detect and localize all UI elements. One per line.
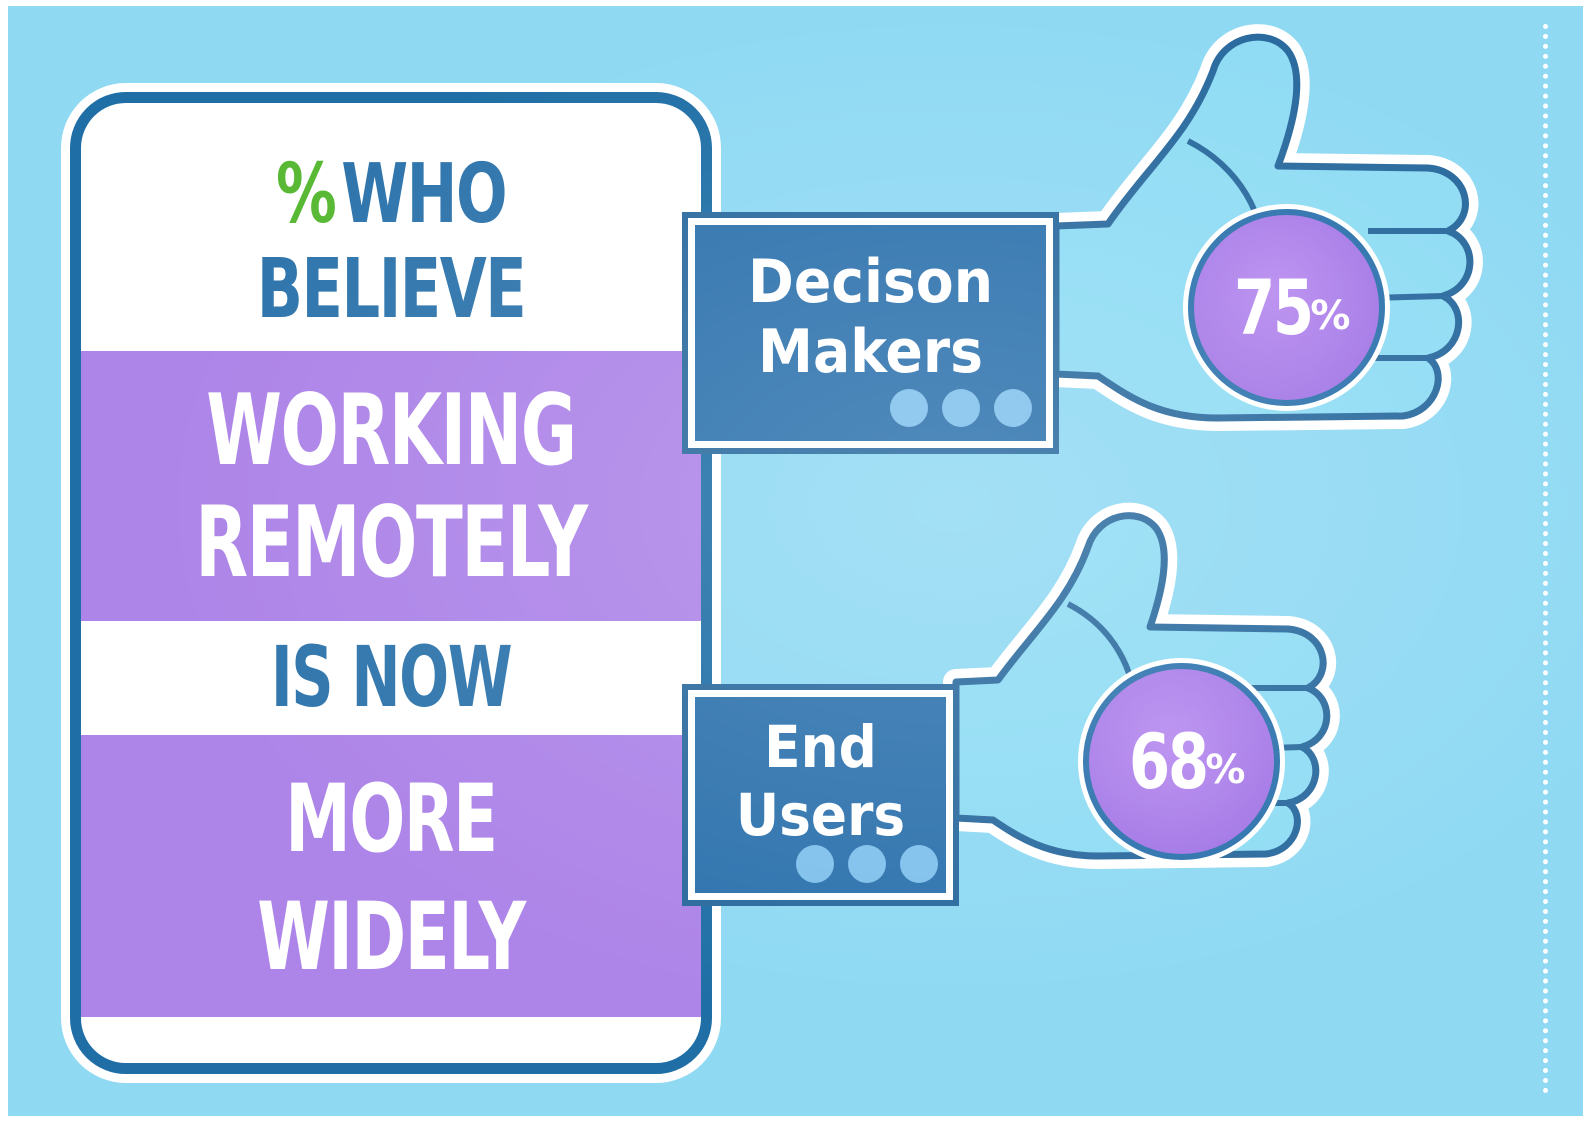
- who-text: WHO: [341, 147, 507, 242]
- group-label-line-1: End: [764, 713, 877, 781]
- cuff-buttons: [890, 389, 1032, 427]
- sleeve-decision-makers: Decison Makers: [688, 218, 1053, 448]
- remotely-text: REMOTELY: [195, 486, 588, 600]
- purple-band-top: WORKING REMOTELY: [81, 351, 701, 621]
- stat-badge-end-users: 68 %: [1083, 663, 1280, 860]
- cuff-buttons: [796, 845, 938, 883]
- accepted-text: ACCEPTED: [204, 1001, 579, 1074]
- working-text: WORKING: [206, 374, 577, 488]
- stat-value: 68: [1128, 717, 1209, 806]
- sleeve-end-users: End Users: [688, 690, 953, 900]
- group-label-line-2: Users: [735, 781, 906, 849]
- header-line-2: BELIEVE: [256, 242, 527, 337]
- dotted-divider: [1543, 24, 1548, 1094]
- purple-band-bottom: MORE WIDELY ACCEPTED: [81, 735, 701, 1063]
- header-band: %WHO BELIEVE: [162, 147, 621, 377]
- stat-unit: %: [1205, 746, 1246, 793]
- percent-symbol: %: [275, 147, 337, 242]
- white-band-middle: IS NOW: [81, 625, 701, 730]
- group-label-line-1: Decison: [748, 247, 993, 317]
- stat-unit: %: [1310, 292, 1351, 339]
- infographic: %WHO BELIEVE WORKING REMOTELY IS NOW MOR…: [8, 6, 1583, 1116]
- statement-card: %WHO BELIEVE WORKING REMOTELY IS NOW MOR…: [70, 92, 712, 1074]
- header-line-1: %WHO: [162, 147, 621, 242]
- is-now-text: IS NOW: [270, 628, 513, 726]
- stat-value: 75: [1233, 263, 1314, 352]
- stat-badge-decision-makers: 75 %: [1188, 209, 1385, 406]
- more-widely-text: MORE WIDELY: [257, 765, 526, 992]
- group-label-line-2: Makers: [758, 317, 983, 387]
